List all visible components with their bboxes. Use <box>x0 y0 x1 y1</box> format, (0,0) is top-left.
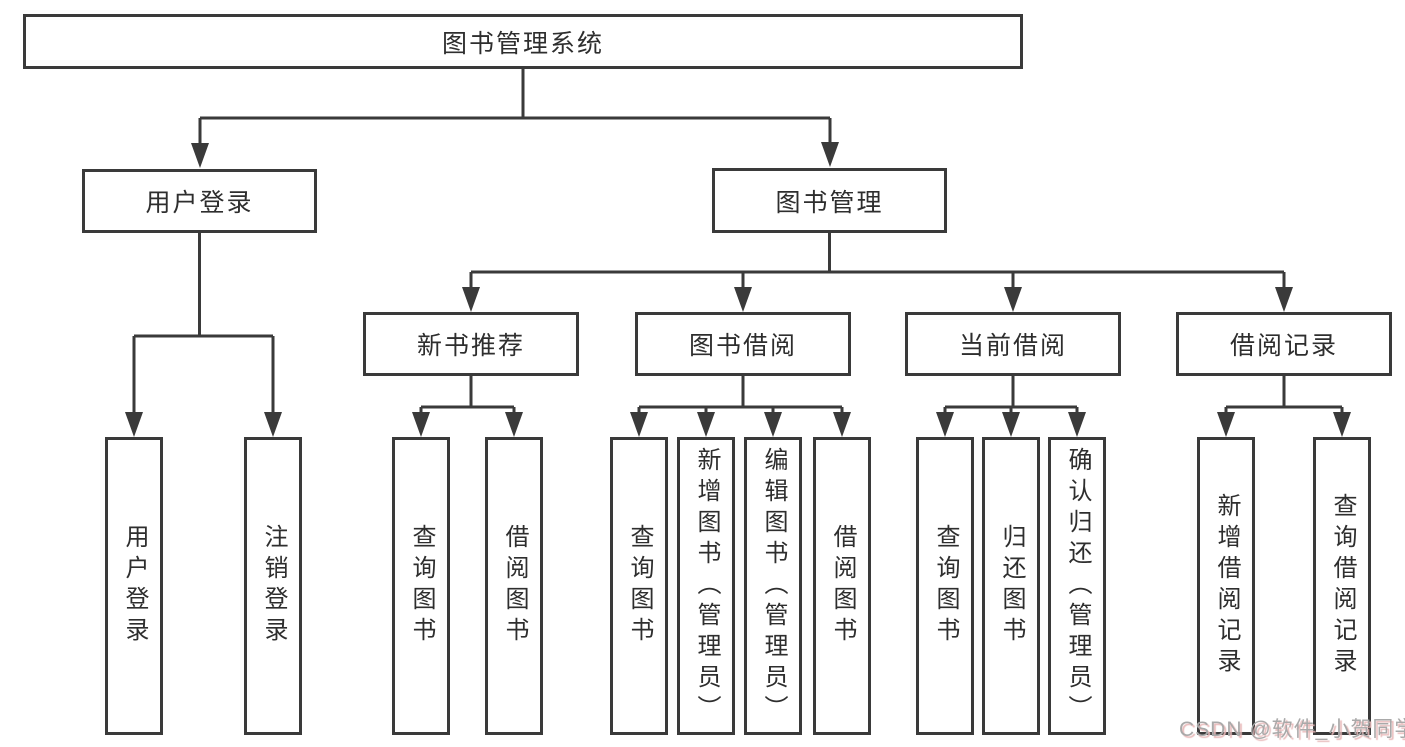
leaf-return-book: 归还图书 <box>982 437 1040 735</box>
csdn-watermark: CSDN @软件_小贺同学 <box>1179 718 1405 741</box>
leaf-query-books-current: 查询图书 <box>916 437 974 735</box>
arrowhead <box>764 412 782 437</box>
leaf-query-borrow-record: 查询借阅记录 <box>1313 437 1371 735</box>
arrowhead <box>191 143 209 168</box>
arrowhead <box>630 412 648 437</box>
node-book-borrow: 图书借阅 <box>635 312 851 376</box>
leaf-borrow-books: 借阅图书 <box>813 437 871 735</box>
arrowhead <box>264 412 282 437</box>
connector-user-login <box>132 233 275 415</box>
arrowhead <box>936 412 954 437</box>
node-borrow-records: 借阅记录 <box>1176 312 1392 376</box>
leaf-logout: 注销登录 <box>244 437 302 735</box>
arrowhead <box>1002 412 1020 437</box>
leaf-add-book-admin: 新增图书（管理员） <box>677 437 735 735</box>
arrowhead <box>462 287 480 312</box>
node-new-book-recommend: 新书推荐 <box>363 312 579 376</box>
arrowhead <box>1333 412 1351 437</box>
arrowhead <box>505 412 523 437</box>
arrowhead <box>125 412 143 437</box>
arrowhead <box>412 412 430 437</box>
leaf-borrow-books-recommend: 借阅图书 <box>485 437 543 735</box>
arrowhead <box>734 287 752 312</box>
leaf-edit-book-admin: 编辑图书（管理员） <box>744 437 802 735</box>
arrowhead <box>1068 412 1086 437</box>
arrowhead <box>1275 287 1293 312</box>
node-current-borrow: 当前借阅 <box>905 312 1121 376</box>
connector-new-book <box>419 376 516 415</box>
leaf-user-login: 用户登录 <box>105 437 163 735</box>
node-user-login: 用户登录 <box>82 169 317 233</box>
connector-book-borrow <box>637 376 844 415</box>
leaf-query-books-borrow: 查询图书 <box>610 437 668 735</box>
connector-root <box>198 69 832 146</box>
arrowhead <box>833 412 851 437</box>
leaf-query-books-recommend: 查询图书 <box>392 437 450 735</box>
node-book-management: 图书管理 <box>712 168 947 233</box>
arrowhead <box>821 142 839 167</box>
arrowhead <box>697 412 715 437</box>
connector-borrow-records <box>1224 376 1344 415</box>
arrowhead <box>1217 412 1235 437</box>
leaf-confirm-return-admin: 确认归还（管理员） <box>1048 437 1106 735</box>
connector-book-management <box>469 233 1286 290</box>
node-library-system: 图书管理系统 <box>23 14 1023 69</box>
leaf-add-borrow-record: 新增借阅记录 <box>1197 437 1255 735</box>
connector-current-borrow <box>943 376 1079 415</box>
arrowheads <box>125 142 1351 437</box>
arrowhead <box>1004 287 1022 312</box>
